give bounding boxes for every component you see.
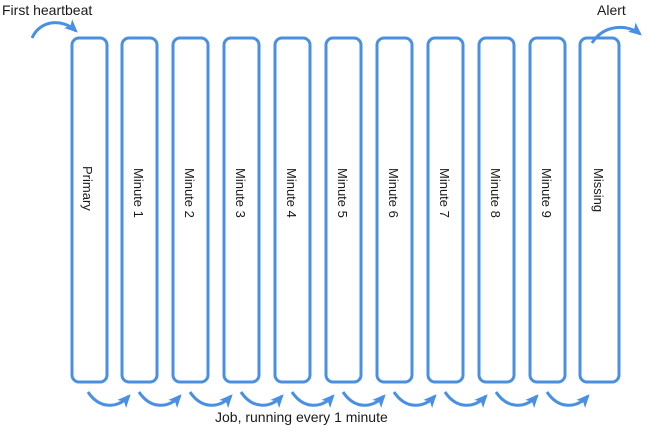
box-minute-3[interactable]	[222, 36, 261, 384]
job-arrow-7	[392, 391, 437, 409]
job-arrow-6	[341, 391, 386, 409]
job-arrow-9	[494, 391, 539, 409]
box-minute-5[interactable]	[324, 36, 363, 384]
job-arrow-2	[137, 391, 182, 409]
first-heartbeat-label: First heartbeat	[2, 2, 93, 18]
box-minute-2[interactable]	[171, 36, 210, 384]
arrow-alert	[590, 22, 642, 44]
box-minute-9[interactable]	[528, 36, 567, 384]
box-label-minute-6: Minute 6	[386, 168, 401, 218]
alert-label: Alert	[597, 2, 626, 18]
box-minute-1[interactable]	[120, 36, 159, 384]
box-label-minute-9: Minute 9	[539, 168, 554, 218]
job-caption-label: Job, running every 1 minute	[215, 409, 388, 425]
job-arrow-8	[443, 391, 488, 409]
job-arrow-3	[188, 391, 233, 409]
box-label-missing: Missing	[591, 168, 606, 213]
bottom-arrow-group	[86, 391, 590, 409]
box-minute-6[interactable]	[375, 36, 414, 384]
job-arrow-4	[239, 391, 284, 409]
box-minute-7[interactable]	[426, 36, 465, 384]
box-label-minute-1: Minute 1	[131, 168, 146, 218]
top-arrow-group	[30, 19, 642, 44]
box-minute-4[interactable]	[273, 36, 312, 384]
box-label-minute-8: Minute 8	[488, 168, 503, 218]
box-label-minute-7: Minute 7	[437, 168, 452, 218]
box-label-minute-4: Minute 4	[284, 168, 299, 218]
arrow-first-heartbeat	[30, 19, 78, 39]
job-arrow-1	[86, 391, 131, 409]
box-group	[70, 36, 621, 384]
box-missing[interactable]	[578, 36, 621, 384]
box-label-minute-3: Minute 3	[233, 168, 248, 218]
box-label-primary: Primary	[80, 166, 95, 211]
job-arrow-10	[545, 391, 590, 409]
job-arrow-5	[290, 391, 335, 409]
box-minute-8[interactable]	[477, 36, 516, 384]
box-primary[interactable]	[70, 36, 109, 384]
box-label-minute-2: Minute 2	[182, 168, 197, 218]
box-label-minute-5: Minute 5	[335, 168, 350, 218]
